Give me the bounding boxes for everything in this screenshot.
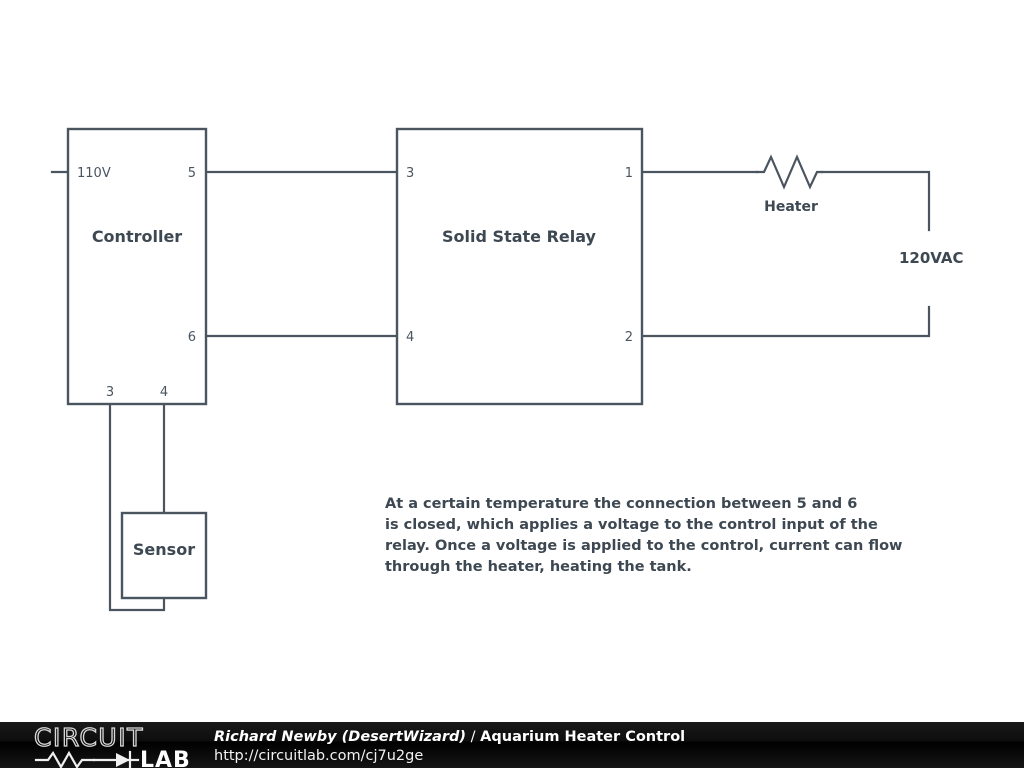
footer-author: Richard Newby (DesertWizard)	[214, 729, 467, 745]
pin-controller-6: 6	[188, 330, 196, 345]
footer-credit: Richard Newby (DesertWizard) / Aquarium …	[214, 728, 1004, 766]
wire-relay2-acsource-bottom	[640, 305, 931, 338]
block-sensor-label: Sensor	[133, 540, 195, 559]
resistor-zigzag-icon	[755, 154, 824, 190]
pin-controller-3: 3	[106, 385, 114, 400]
logo-diode-triangle-icon	[116, 753, 130, 767]
footer-bar	[0, 722, 1024, 768]
footer-separator: /	[466, 729, 481, 745]
wire-heater-acsource-top	[820, 170, 931, 232]
heater-label: Heater	[764, 199, 818, 215]
wire-ctrl3-sensor-bottom	[108, 402, 166, 612]
circuitlab-logo[interactable]: CIRCUIT LAB	[32, 722, 198, 772]
block-relay-label: Solid State Relay	[442, 227, 597, 246]
block-controller-label: Controller	[92, 227, 182, 246]
footer-title: Aquarium Heater Control	[480, 729, 686, 745]
block-sensor[interactable]	[120, 511, 208, 600]
pin-relay-1: 1	[625, 166, 633, 181]
note-line-2: is closed, which applies a voltage to th…	[385, 517, 878, 533]
terminal-110v-label: 110V	[77, 166, 111, 181]
logo-word-lab: LAB	[140, 748, 191, 768]
pin-relay-4: 4	[406, 330, 414, 345]
pin-relay-3: 3	[406, 166, 414, 181]
pin-controller-5: 5	[188, 166, 196, 181]
note-line-4: through the heater, heating the tank.	[385, 559, 692, 575]
logo-word-circuit: CIRCUIT	[34, 724, 144, 752]
pin-relay-2: 2	[625, 330, 633, 345]
note-line-3: relay. Once a voltage is applied to the …	[385, 538, 902, 554]
block-relay[interactable]	[395, 127, 644, 406]
terminal-120vac-label: 120VAC	[899, 249, 964, 267]
schematic-canvas: Controller Solid State Relay Sensor 110V…	[50, 127, 964, 612]
footer-credit-line: Richard Newby (DesertWizard) / Aquarium …	[214, 728, 1004, 747]
note-line-1: At a certain temperature the connection …	[385, 496, 857, 512]
pin-controller-4: 4	[160, 385, 168, 400]
block-controller[interactable]	[66, 127, 208, 406]
footer-url[interactable]: http://circuitlab.com/cj7u2ge	[214, 748, 424, 764]
